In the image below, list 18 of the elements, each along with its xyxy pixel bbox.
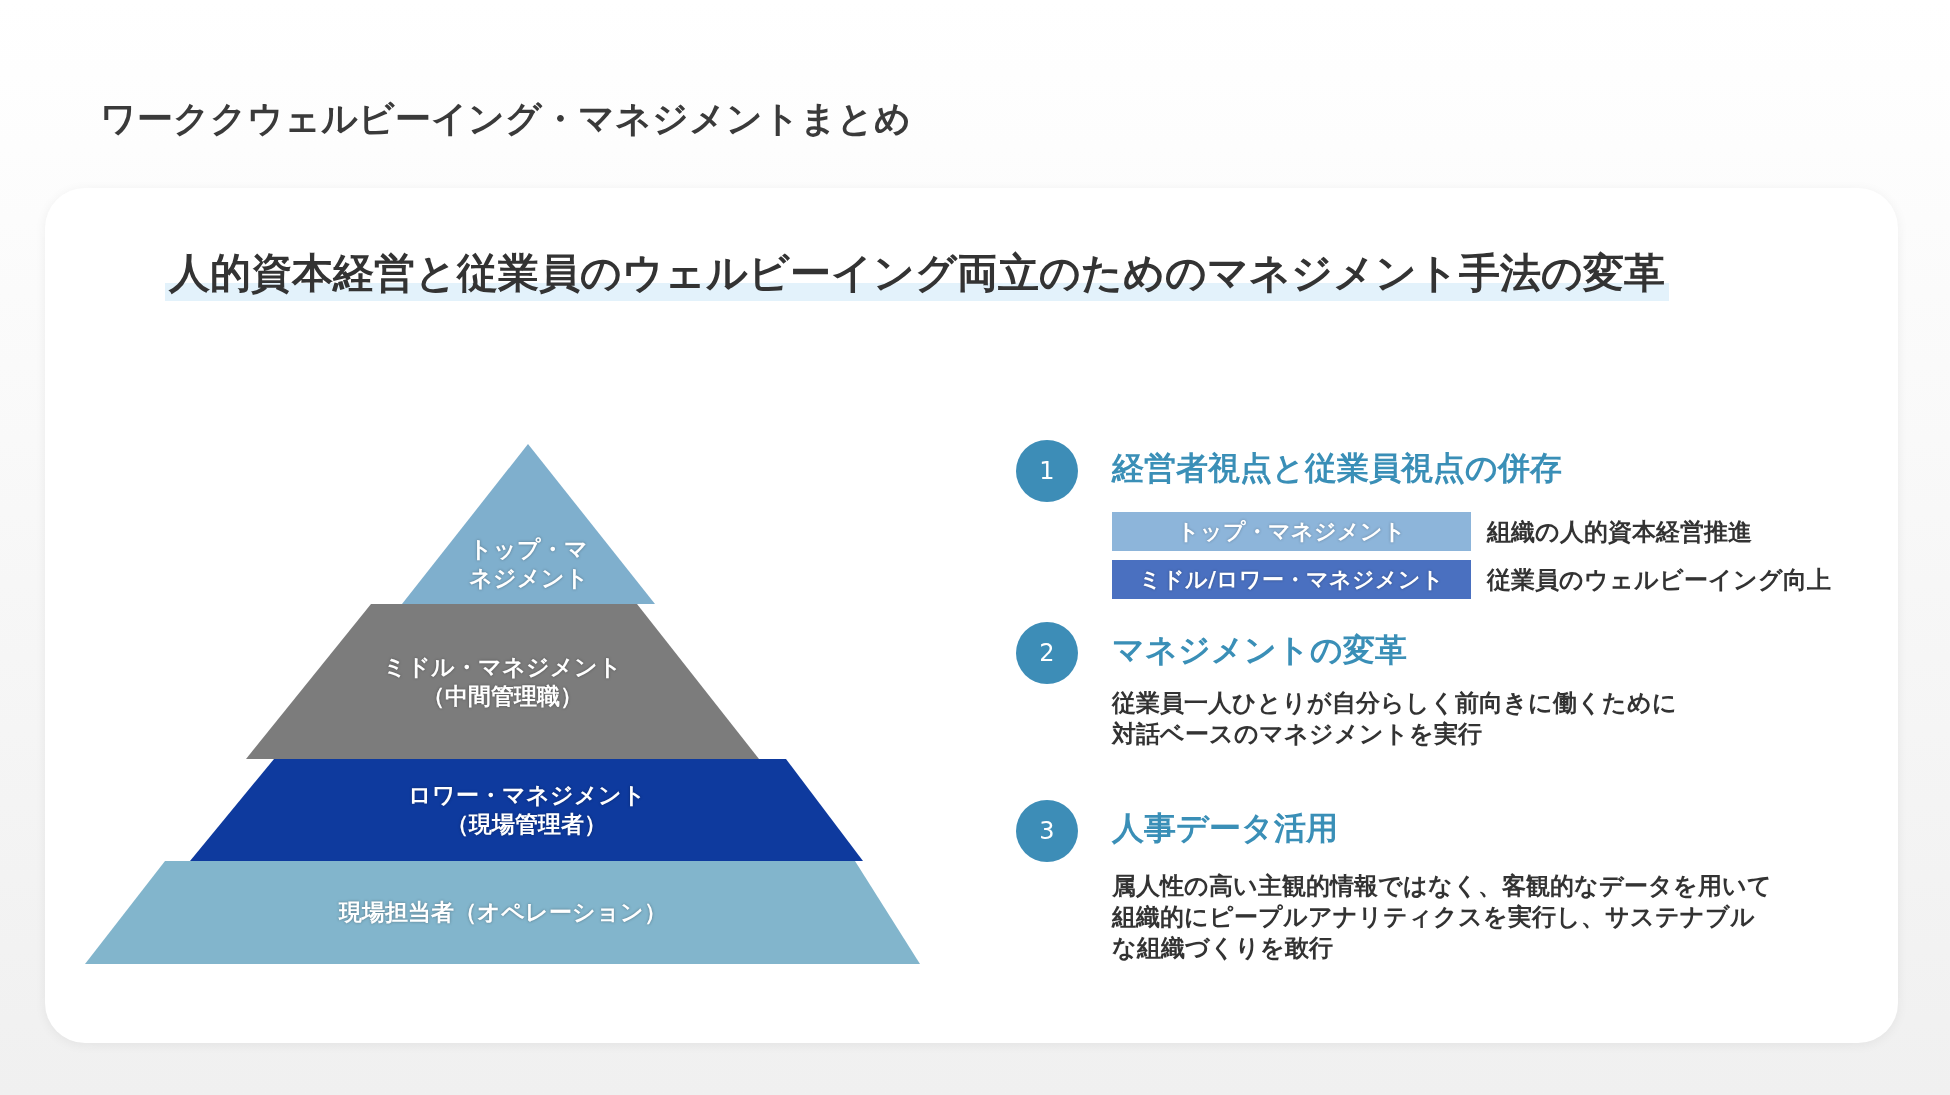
content-card [45, 188, 1898, 1043]
number-badge: 2 [1016, 622, 1078, 684]
role-bar: トップ・マネジメント [1112, 512, 1471, 551]
layer-label: 現場担当者（オペレーション） [337, 898, 668, 927]
role-bar: ミドル/ロワー・マネジメント [1112, 560, 1471, 599]
section-heading: 人事データ活用 [1112, 808, 1338, 849]
layer-label: トップ・マネジメント [467, 535, 590, 593]
section-heading: 経営者視点と従業員視点の併存 [1112, 448, 1562, 489]
section-body: 属人性の高い主観的情報ではなく、客観的なデータを用いて組織的にピープルアナリティクスを実行し、サステナブルな組織づくりを敢行 [1112, 871, 1772, 964]
section-body: 従業員一人ひとりが自分らしく前向きに働くために対話ベースのマネジメントを実行 [1112, 688, 1678, 750]
description-text: 従業員のウェルビーイング向上 [1487, 565, 1831, 596]
page-title: ワーククウェルビーイング・マネジメントまとめ [100, 97, 911, 141]
layer-label: ロワー・マネジメント（現場管理者） [406, 781, 647, 839]
description-text: 組織の人的資本経営推進 [1487, 517, 1752, 548]
number-badge: 3 [1016, 800, 1078, 862]
section-heading: マネジメントの変革 [1112, 630, 1407, 671]
layer-label: ミドル・マネジメント（中間管理職） [382, 652, 623, 711]
number-badge: 1 [1016, 440, 1078, 502]
